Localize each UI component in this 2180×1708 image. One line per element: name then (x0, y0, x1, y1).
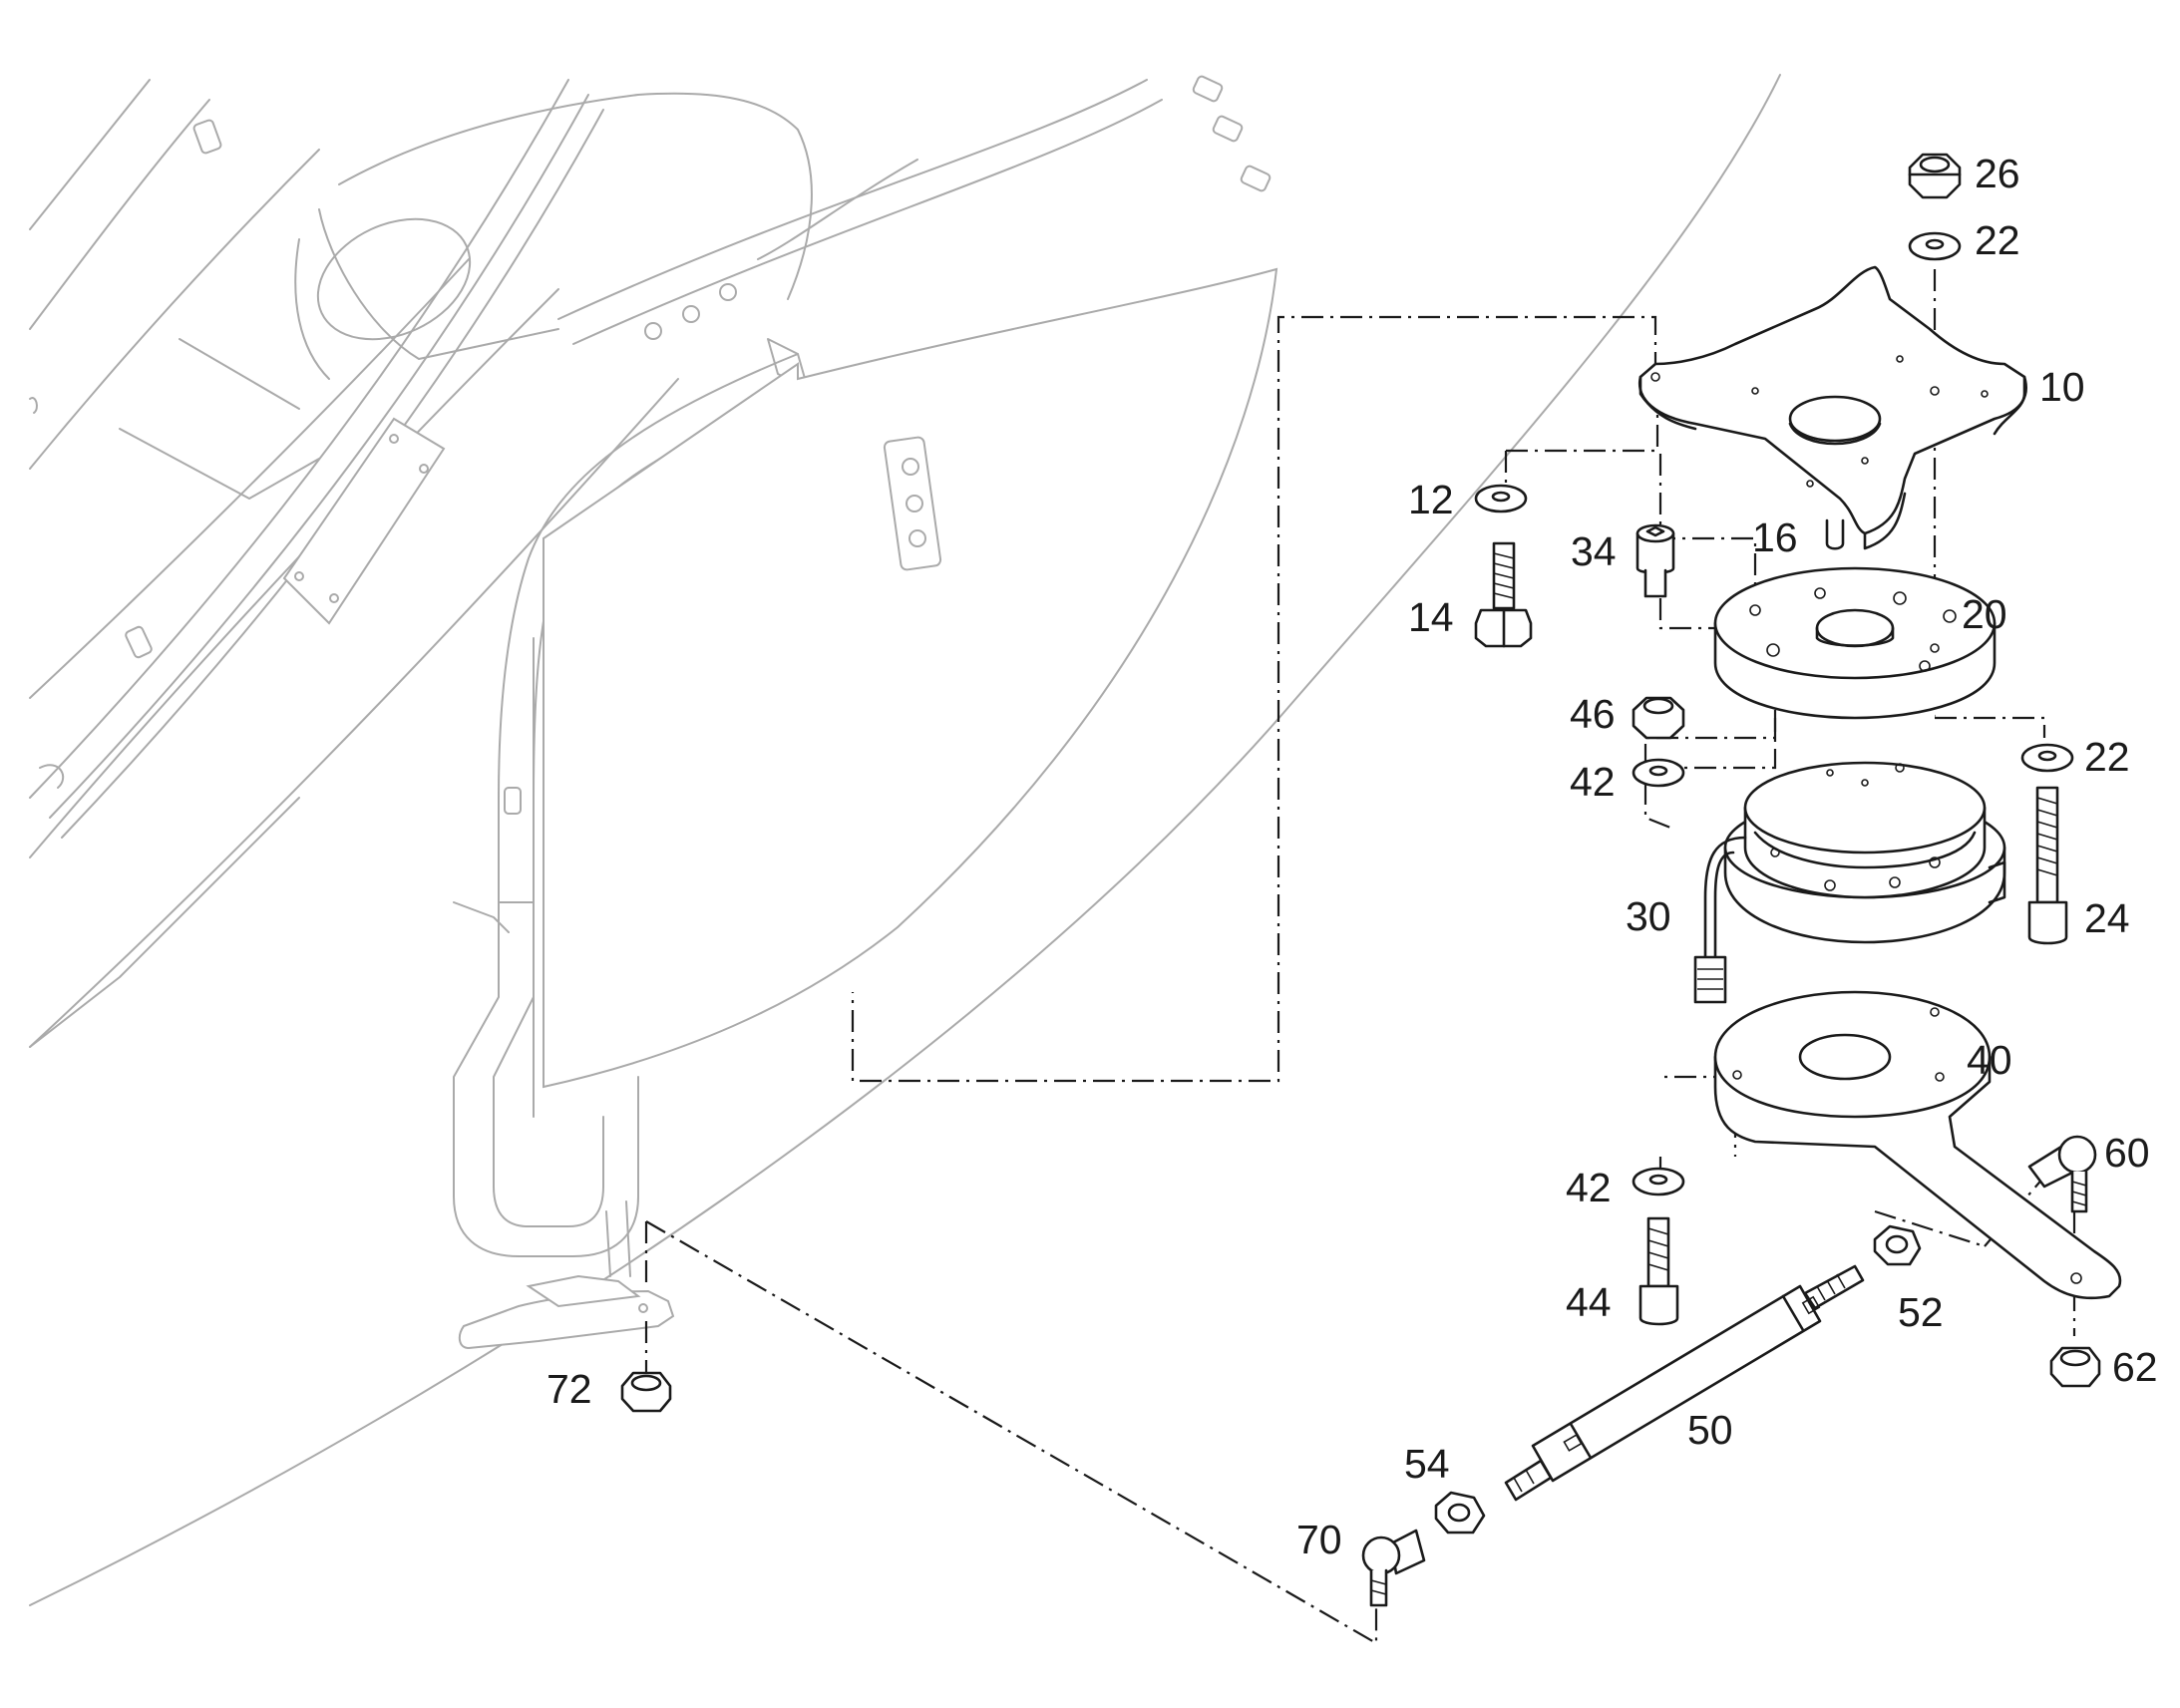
part-34-socket-screw (1635, 523, 1675, 598)
part-10-cross-plate (1637, 265, 2027, 550)
callout-44: 44 (1566, 1279, 1612, 1325)
part-70-ball-joint (1361, 1529, 1426, 1607)
callout-24: 24 (2084, 895, 2130, 941)
callout-42-upper: 42 (1570, 759, 1616, 805)
callout-22-right: 22 (2084, 734, 2130, 780)
callout-70: 70 (1296, 1517, 1342, 1562)
part-20-flange-plate (1713, 566, 1997, 720)
callout-30: 30 (1626, 893, 1671, 939)
side-panel (543, 267, 1278, 1089)
part-52-nut (1873, 1224, 1922, 1266)
callout-50: 50 (1687, 1407, 1733, 1453)
callout-54: 54 (1404, 1441, 1450, 1487)
mounting-bracket (458, 1200, 675, 1350)
callout-72: 72 (546, 1366, 592, 1412)
part-42-washer-lower (1632, 1167, 1685, 1196)
part-72-nut (620, 1371, 672, 1413)
part-46-nut (1632, 696, 1685, 740)
part-16-pin (1825, 518, 1845, 550)
part-62-nut (2049, 1346, 2101, 1388)
part-54-nut (1434, 1491, 1486, 1535)
part-40-arm-plate (1713, 990, 2122, 1300)
part-12-washer (1474, 484, 1528, 513)
callout-46: 46 (1570, 691, 1616, 737)
machine-body-background (29, 74, 1781, 1606)
callout-12: 12 (1408, 477, 1454, 522)
callout-60: 60 (2104, 1130, 2150, 1176)
callout-10: 10 (2039, 364, 2085, 410)
part-26-nut (1908, 153, 1962, 199)
part-60-ball-joint (2027, 1135, 2097, 1213)
part-44-socket-screw (1638, 1216, 1679, 1326)
callout-40: 40 (1967, 1037, 2012, 1083)
part-42-washer-upper (1632, 758, 1685, 788)
callout-14: 14 (1408, 594, 1454, 640)
callout-42-lower: 42 (1566, 1165, 1612, 1210)
callout-labels: 26 22 10 12 16 34 14 20 46 42 22 30 24 4… (546, 151, 2158, 1562)
callout-52: 52 (1898, 1289, 1944, 1335)
part-22-washer-right (2020, 743, 2074, 773)
callout-16: 16 (1752, 514, 1798, 560)
callout-34: 34 (1571, 528, 1617, 574)
part-22-washer-top (1908, 231, 1962, 261)
callout-26: 26 (1975, 151, 2020, 196)
callout-22-top: 22 (1975, 217, 2020, 263)
callout-62: 62 (2112, 1344, 2158, 1390)
part-24-long-screw (2027, 786, 2068, 945)
callout-20: 20 (1962, 591, 2007, 637)
part-50-threaded-rod (1504, 1264, 1865, 1502)
part-30-bearing-unit (1693, 761, 2006, 1004)
part-14-hex-bolt (1474, 541, 1533, 648)
